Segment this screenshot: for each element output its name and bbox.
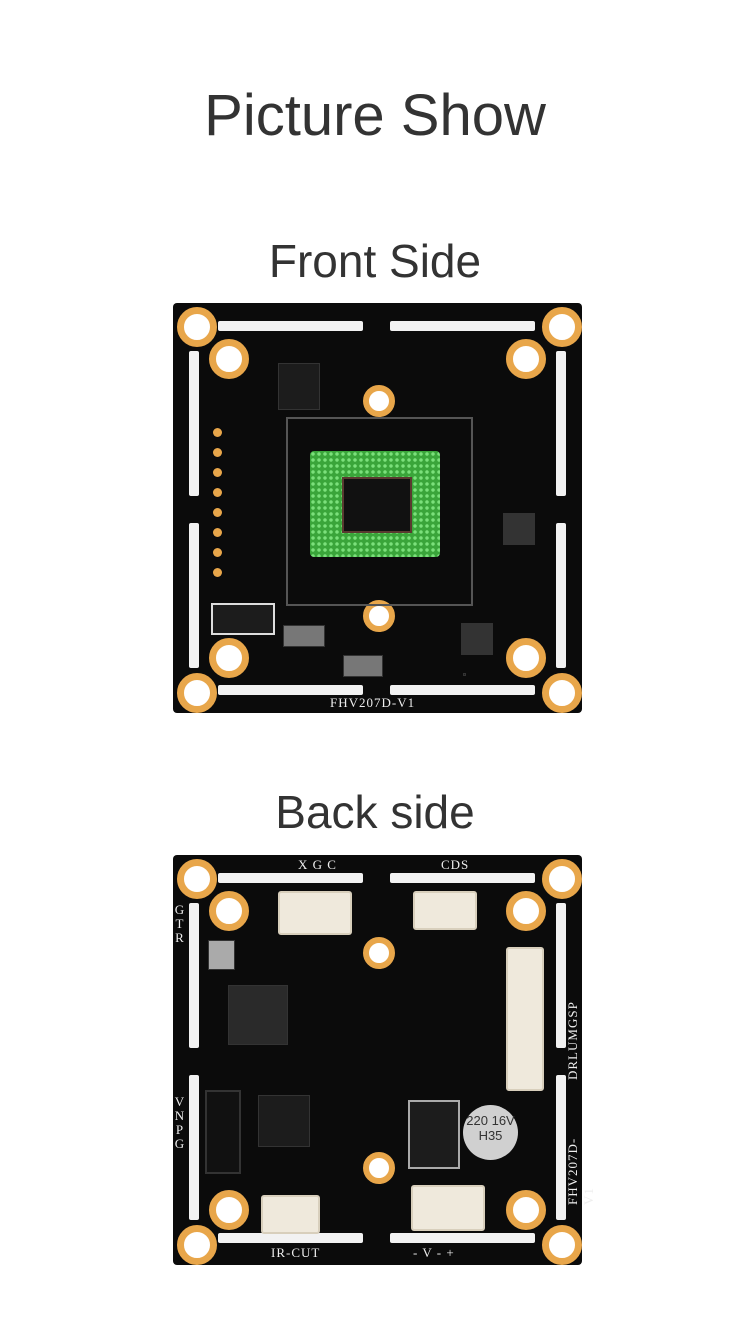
slot (390, 1233, 535, 1243)
inductor (408, 1100, 460, 1169)
mount-ring (542, 307, 582, 347)
connector-drlumgsp (506, 947, 544, 1091)
label-cds: CDS (441, 857, 470, 872)
slot (189, 523, 199, 668)
slot (556, 351, 566, 496)
slot (189, 903, 199, 1048)
mount-ring (506, 1190, 546, 1230)
capacitor: 220 16V H35 (463, 1105, 518, 1160)
slot (218, 321, 363, 331)
connector-cds (413, 891, 477, 930)
label-power: - V - + (413, 1245, 455, 1260)
crystal (208, 940, 235, 970)
slot (556, 523, 566, 668)
component (205, 1090, 241, 1174)
fullhan-processor (228, 985, 288, 1045)
slot (390, 873, 535, 883)
connector-xgc (278, 891, 352, 935)
slot (556, 1075, 566, 1220)
connector-power (411, 1185, 485, 1231)
pcb-front-image: FHV207D-V1 (173, 303, 582, 713)
mount-ring (506, 891, 546, 931)
diode (343, 655, 383, 677)
front-side-heading: Front Side (268, 235, 482, 287)
mount-ring (209, 1190, 249, 1230)
mount-ring (542, 673, 582, 713)
label-board: FHV207D-V1 (565, 1137, 596, 1205)
slot (556, 903, 566, 1048)
back-side-heading: Back side (275, 786, 475, 838)
pad (213, 428, 222, 437)
pad (213, 448, 222, 457)
pad (213, 568, 222, 577)
lens-mount-outline (286, 417, 473, 606)
slot (218, 873, 363, 883)
mount-ring (177, 673, 217, 713)
label-drlumgsp: DRLUMGSP (565, 1001, 580, 1080)
connector-ir-cut (261, 1195, 320, 1234)
mount-ring (177, 859, 217, 899)
mount-ring (506, 339, 546, 379)
label-ir-cut: IR-CUT (271, 1245, 321, 1260)
slot (390, 321, 535, 331)
pad (213, 488, 222, 497)
slot (189, 1075, 199, 1220)
pcb-back-image: 220 16V H35 X G C CDS G T R V N P G DRLU… (173, 855, 596, 1265)
pad (213, 528, 222, 537)
slot (189, 351, 199, 496)
pad (213, 508, 222, 517)
label-gtr: G T R (174, 902, 186, 945)
ic-chip (278, 363, 320, 410)
mount-ring (506, 638, 546, 678)
component (211, 603, 275, 635)
mount-ring (542, 1225, 582, 1265)
pad (213, 468, 222, 477)
mount-ring (542, 859, 582, 899)
mount-ring (209, 891, 249, 931)
sensor-die (342, 477, 412, 533)
inductor (503, 513, 535, 545)
pad (213, 548, 222, 557)
inductor (461, 623, 493, 655)
board-label: FHV207D-V1 (330, 695, 416, 710)
screw-hole (363, 1152, 395, 1184)
diode (283, 625, 325, 647)
chip (463, 673, 466, 676)
lens-hole (363, 385, 395, 417)
slot (218, 685, 363, 695)
ic-chip (258, 1095, 310, 1147)
mount-ring (177, 307, 217, 347)
slot (390, 685, 535, 695)
screw-hole (363, 937, 395, 969)
image-sensor (310, 451, 440, 557)
mount-ring (177, 1225, 217, 1265)
mount-ring (209, 339, 249, 379)
page-title: Picture Show (204, 83, 546, 148)
slot (218, 1233, 363, 1243)
label-xgc: X G C (298, 857, 337, 872)
label-vnpg: V N P G (174, 1094, 186, 1151)
mount-ring (209, 638, 249, 678)
